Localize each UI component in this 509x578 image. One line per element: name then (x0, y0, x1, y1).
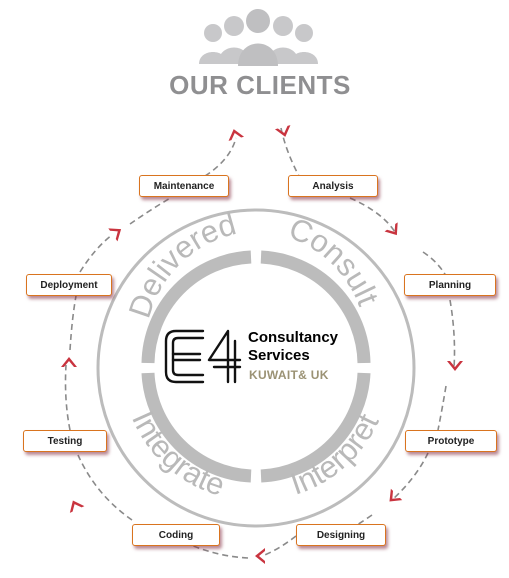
step-prototype[interactable]: Prototype (405, 430, 497, 452)
step-analysis[interactable]: Analysis (288, 175, 378, 197)
step-planning[interactable]: Planning (404, 274, 496, 296)
step-designing[interactable]: Designing (296, 524, 386, 546)
company-name-line1: Consultancy (248, 329, 339, 346)
outer-ring (96, 208, 416, 528)
arrow-down-left-icon (389, 488, 403, 502)
arrow-up-left-icon (69, 500, 85, 513)
step-coding[interactable]: Coding (132, 524, 220, 546)
company-name: Consultancy Services (248, 329, 338, 365)
company-name-line2: Services (248, 347, 310, 364)
clients-title: OUR CLIENTS (169, 70, 351, 100)
step-testing[interactable]: Testing (23, 430, 107, 452)
cycle-dashed-path (64, 127, 456, 559)
phase-label-integrate: Integrate (125, 406, 229, 503)
step-deployment[interactable]: Deployment (26, 274, 112, 296)
arrow-up-icon (228, 129, 245, 141)
arrow-down-icon (274, 125, 291, 137)
step-maintenance[interactable]: Maintenance (139, 175, 229, 197)
arrow-down-right-icon (384, 222, 398, 236)
inner-ring (141, 250, 371, 483)
arrow-up-right-icon (108, 228, 122, 242)
arrow-down-icon (447, 361, 463, 371)
phase-label-interpret: Interpret (286, 408, 386, 502)
people-group-icon (199, 9, 318, 66)
e4-logo-mark (164, 329, 242, 384)
arrow-left-icon (255, 548, 265, 564)
arrow-up-icon (61, 357, 77, 367)
company-location: KUWAIT& UK (249, 368, 329, 382)
